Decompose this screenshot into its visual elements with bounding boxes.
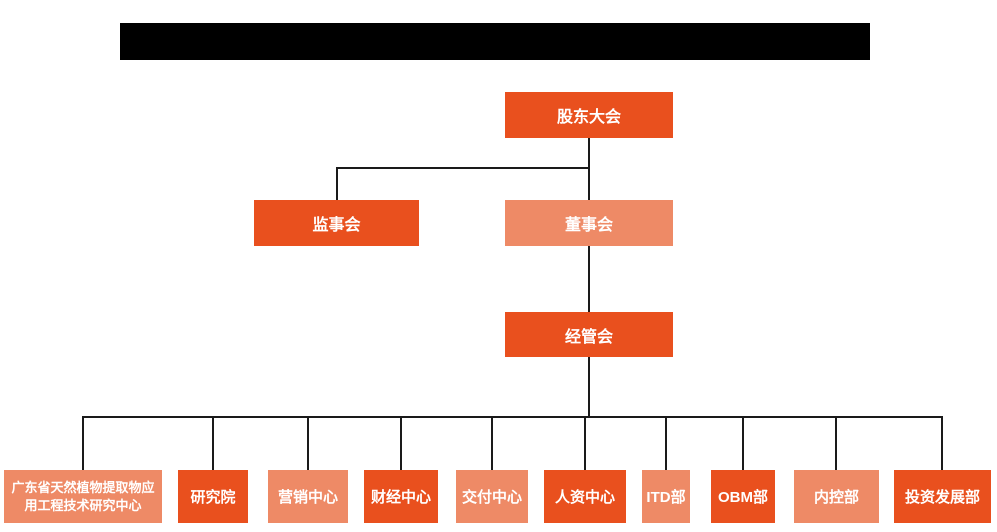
connector-drop-research-institute bbox=[212, 416, 214, 470]
node-dept-finance-center: 财经中心 bbox=[364, 470, 438, 523]
connector-drop-delivery-center bbox=[491, 416, 493, 470]
node-board-of-directors: 董事会 bbox=[505, 200, 673, 246]
node-shareholders-meeting: 股东大会 bbox=[505, 92, 673, 138]
connector-drop-hr-center bbox=[584, 416, 586, 470]
node-dept-research-institute: 研究院 bbox=[178, 470, 248, 523]
connector-board-to-management bbox=[588, 246, 590, 312]
node-dept-marketing-center: 营销中心 bbox=[268, 470, 348, 523]
connector-drop-obm-dept bbox=[742, 416, 744, 470]
connector-supervisory-drop bbox=[336, 167, 338, 200]
connector-drop-investment-dev-dept bbox=[941, 416, 943, 470]
node-dept-itd: ITD部 bbox=[642, 470, 690, 523]
title-bar-redacted bbox=[120, 23, 870, 60]
node-dept-obm: OBM部 bbox=[711, 470, 775, 523]
connector-level2-horizontal bbox=[336, 167, 590, 169]
connector-shareholders-down bbox=[588, 138, 590, 200]
node-dept-internal-control: 内控部 bbox=[794, 470, 879, 523]
connector-drop-research-center bbox=[82, 416, 84, 470]
node-dept-delivery-center: 交付中心 bbox=[456, 470, 528, 523]
node-supervisory-board: 监事会 bbox=[254, 200, 419, 246]
connector-drop-marketing-center bbox=[307, 416, 309, 470]
node-dept-guangdong-plant-extract-research-center: 广东省天然植物提取物应用工程技术研究中心 bbox=[4, 470, 162, 523]
node-dept-hr-center: 人资中心 bbox=[544, 470, 626, 523]
connector-drop-finance-center bbox=[400, 416, 402, 470]
connector-departments-bus bbox=[83, 416, 943, 418]
node-dept-investment-development: 投资发展部 bbox=[894, 470, 991, 523]
connector-drop-itd-dept bbox=[665, 416, 667, 470]
connector-management-down bbox=[588, 357, 590, 417]
node-management-committee: 经管会 bbox=[505, 312, 673, 357]
connector-drop-internal-control-dept bbox=[835, 416, 837, 470]
